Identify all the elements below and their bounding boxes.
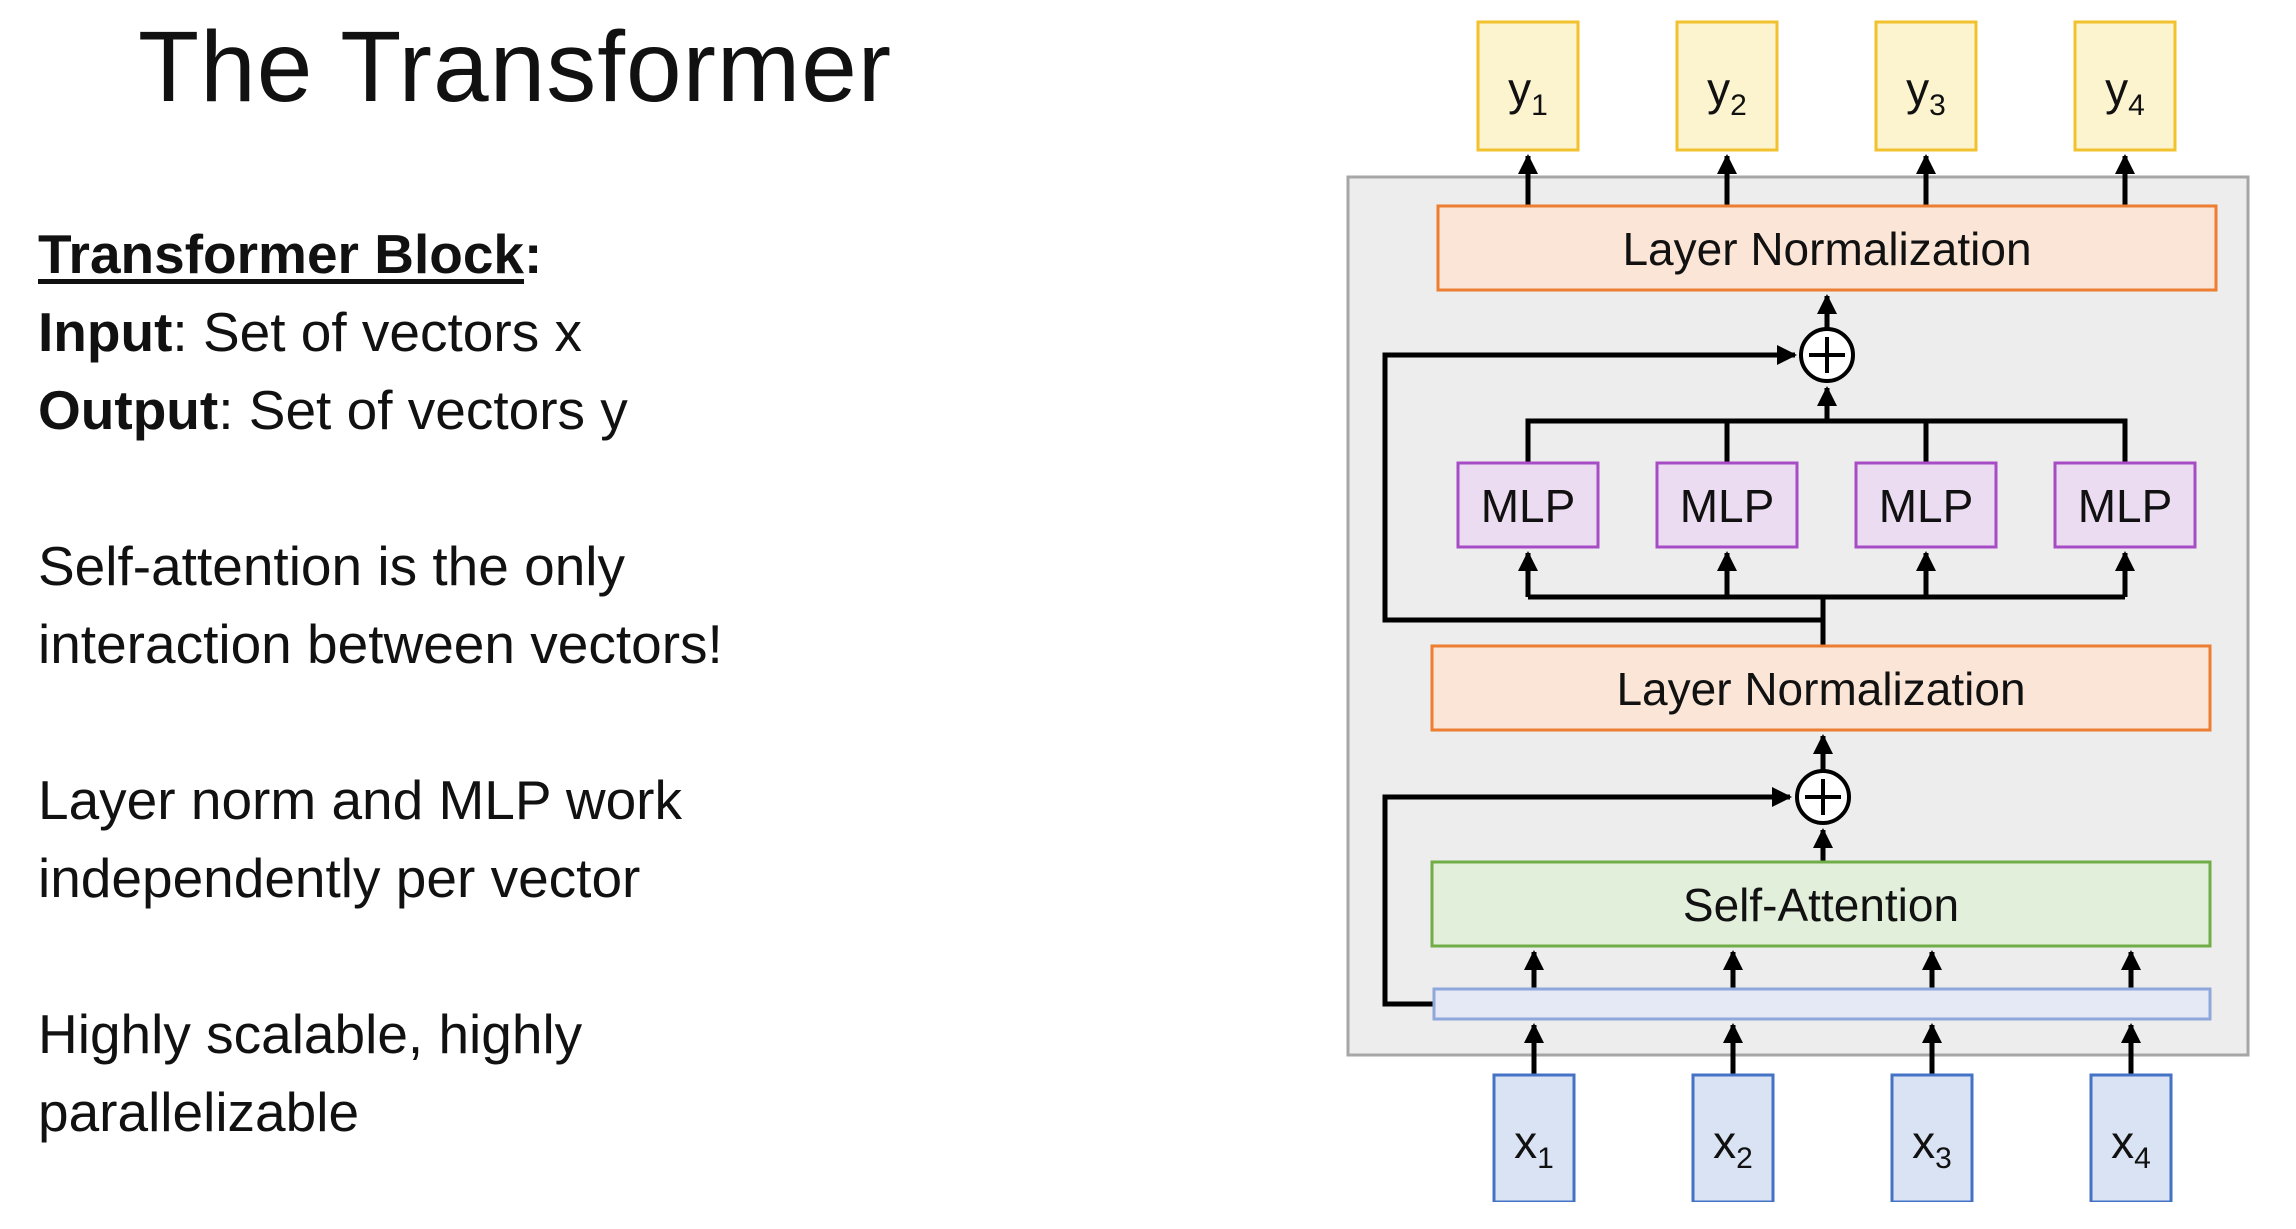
input-box: x4: [2089, 1073, 2173, 1202]
mlp-box: MLP: [1655, 461, 1799, 549]
output-subscript: 3: [1929, 89, 1946, 122]
output-label: y: [1707, 63, 1730, 115]
note-scalable: Highly scalable, highly parallelizable: [38, 995, 938, 1151]
input-box: x3: [1890, 1073, 1974, 1202]
input-box: x2: [1691, 1073, 1775, 1202]
transformer-block-diagram: y1 y2 y3 y4 Layer Normalization: [1346, 20, 2250, 1202]
self-attention-box: Self-Attention: [1430, 860, 2212, 948]
output-subscript: 1: [1531, 89, 1548, 122]
input-label: x: [2111, 1116, 2134, 1168]
note-line: interaction between vectors!: [38, 613, 723, 675]
output-box: y3: [1874, 20, 1978, 152]
block-heading: Transformer Block: [38, 223, 525, 285]
output-line: Output: Set of vectors y: [38, 371, 938, 449]
note-line: Layer norm and MLP work: [38, 769, 682, 831]
note-line: independently per vector: [38, 847, 641, 909]
mlp-box: MLP: [1854, 461, 1998, 549]
input-vectors: x1 x2 x3 x4: [1492, 1073, 2173, 1202]
input-subscript: 2: [1736, 1142, 1753, 1175]
mlp-boxes: MLP MLP MLP MLP: [1456, 461, 2197, 549]
svg-text:y3: y3: [1906, 63, 1946, 122]
residual-skip-bottom: [1382, 787, 1792, 1007]
input-label: Input: [38, 301, 173, 363]
output-box: y2: [1675, 20, 1779, 152]
mlp-box: MLP: [2053, 461, 2197, 549]
input-label: x: [1713, 1116, 1736, 1168]
output-vectors: y1 y2 y3 y4: [1476, 20, 2177, 152]
self-attention-label: Self-Attention: [1683, 879, 1959, 931]
text-column: Transformer Block: Input: Set of vectors…: [38, 215, 938, 1229]
input-vector-bar: [1432, 987, 2212, 1021]
mlp-label: MLP: [1481, 480, 1576, 532]
output-box: y4: [2073, 20, 2177, 152]
mlp-merge-lines: [1525, 386, 2128, 463]
residual-add-bottom: [1795, 734, 1851, 825]
note-self-attention: Self-attention is the only interaction b…: [38, 527, 938, 683]
svg-text:x4: x4: [2111, 1116, 2151, 1175]
svg-text:y1: y1: [1508, 63, 1548, 122]
mlp-label: MLP: [2078, 480, 2173, 532]
svg-text:y2: y2: [1707, 63, 1747, 122]
output-box: y1: [1476, 20, 1580, 152]
layer-norm-bottom-label: Layer Normalization: [1616, 663, 2025, 715]
mlp-label: MLP: [1879, 480, 1974, 532]
output-subscript: 4: [2128, 89, 2145, 122]
block-description: Transformer Block: Input: Set of vectors…: [38, 215, 938, 449]
input-label: x: [1912, 1116, 1935, 1168]
output-label: y: [1906, 63, 1929, 115]
note-line: Highly scalable, highly: [38, 1003, 583, 1065]
mlp-label: MLP: [1680, 480, 1775, 532]
attention-input-arrows: [1524, 950, 2141, 988]
block-heading-colon: :: [524, 223, 543, 285]
slide-title: The Transformer: [138, 11, 893, 123]
input-subscript: 3: [1935, 1142, 1952, 1175]
mlp-box: MLP: [1456, 461, 1600, 549]
svg-text:y4: y4: [2105, 63, 2145, 122]
input-label: x: [1514, 1116, 1537, 1168]
layer-norm-top-label: Layer Normalization: [1622, 223, 2031, 275]
svg-text:x2: x2: [1713, 1116, 1753, 1175]
output-label: Output: [38, 379, 219, 441]
input-text: : Set of vectors x: [172, 301, 582, 363]
svg-text:x3: x3: [1912, 1116, 1952, 1175]
input-box: x1: [1492, 1073, 1576, 1202]
block-heading-line: Transformer Block:: [38, 215, 938, 293]
output-label: y: [2105, 63, 2128, 115]
layer-norm-bottom: Layer Normalization: [1430, 644, 2212, 732]
input-subscript: 4: [2134, 1142, 2151, 1175]
mlp-split-lines: [1518, 551, 2135, 646]
input-line: Input: Set of vectors x: [38, 293, 938, 371]
input-arrows: [1524, 1023, 2141, 1075]
input-subscript: 1: [1537, 1142, 1554, 1175]
output-arrows: [1518, 154, 2135, 206]
residual-add-top: [1799, 294, 1855, 383]
note-line: Self-attention is the only: [38, 535, 626, 597]
layer-norm-top: Layer Normalization: [1436, 204, 2218, 292]
note-layernorm-mlp: Layer norm and MLP work independently pe…: [38, 761, 938, 917]
note-line: parallelizable: [38, 1081, 360, 1143]
output-label: y: [1508, 63, 1531, 115]
output-text: : Set of vectors y: [218, 379, 628, 441]
residual-skip-top: [1382, 345, 1823, 623]
svg-text:x1: x1: [1514, 1116, 1554, 1175]
output-subscript: 2: [1730, 89, 1747, 122]
